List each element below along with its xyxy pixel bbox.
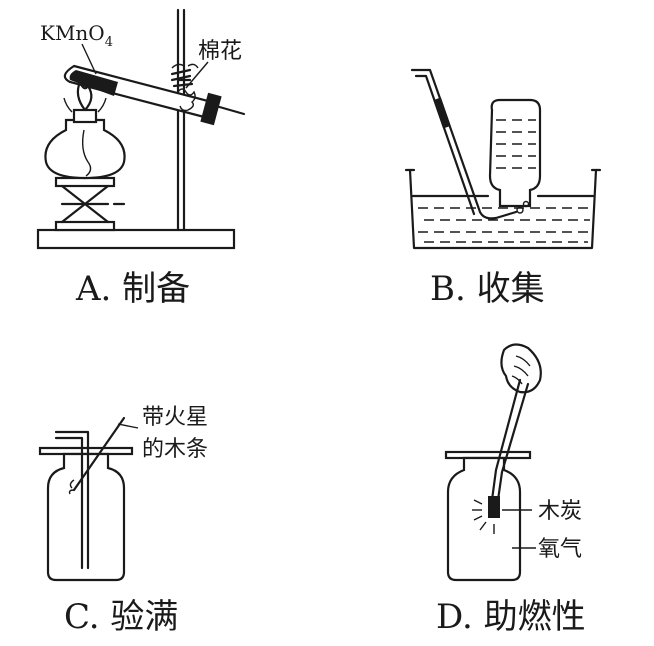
lab-jack (54, 176, 126, 232)
glow-rays (472, 499, 495, 534)
bottle-water (496, 119, 536, 169)
delivery-tube (54, 430, 90, 570)
cotton-pointer (185, 61, 209, 89)
splint-label-line1: 带火星 (142, 405, 208, 430)
delivery-tube (410, 68, 518, 220)
panel-b-collection: B. 收集 (404, 68, 602, 309)
panel-d-combustion: 木炭 氧气 D. 助燃性 (436, 343, 586, 637)
panel-c-caption: C. 验满 (64, 597, 178, 637)
hand (500, 343, 542, 394)
kmno4-label: KMnO4 (40, 21, 113, 50)
glowing-splint (72, 416, 126, 492)
gas-bottle (488, 98, 542, 208)
panel-d-caption: D. 助燃性 (436, 597, 586, 637)
flame (76, 80, 93, 112)
oxygen-label: 氧气 (538, 537, 582, 562)
stand-base (36, 228, 236, 250)
rubber-stopper (200, 92, 222, 126)
charcoal-label: 木炭 (538, 499, 582, 524)
rubber-connector (433, 97, 451, 129)
splint-label-line2: 的木条 (142, 437, 208, 462)
panel-a-preparation: KMnO4 棉花 A. 制备 (36, 8, 246, 309)
panel-b-caption: B. 收集 (430, 269, 545, 309)
alcohol-lamp (44, 80, 126, 180)
test-tube (63, 64, 246, 126)
crucible-tongs (490, 378, 522, 502)
water-trough (408, 168, 598, 250)
kmno4-pointer (81, 43, 97, 75)
panel-a-caption: A. 制备 (75, 269, 190, 309)
cotton (177, 88, 196, 112)
cotton-label: 棉花 (198, 39, 242, 64)
gas-bottle (46, 452, 126, 582)
kmno4-powder (69, 70, 118, 96)
charcoal (488, 496, 500, 518)
panel-c-test-full: 带火星 的木条 C. 验满 (38, 405, 208, 637)
splint-pointer (117, 423, 139, 429)
gas-bottle (446, 456, 522, 582)
